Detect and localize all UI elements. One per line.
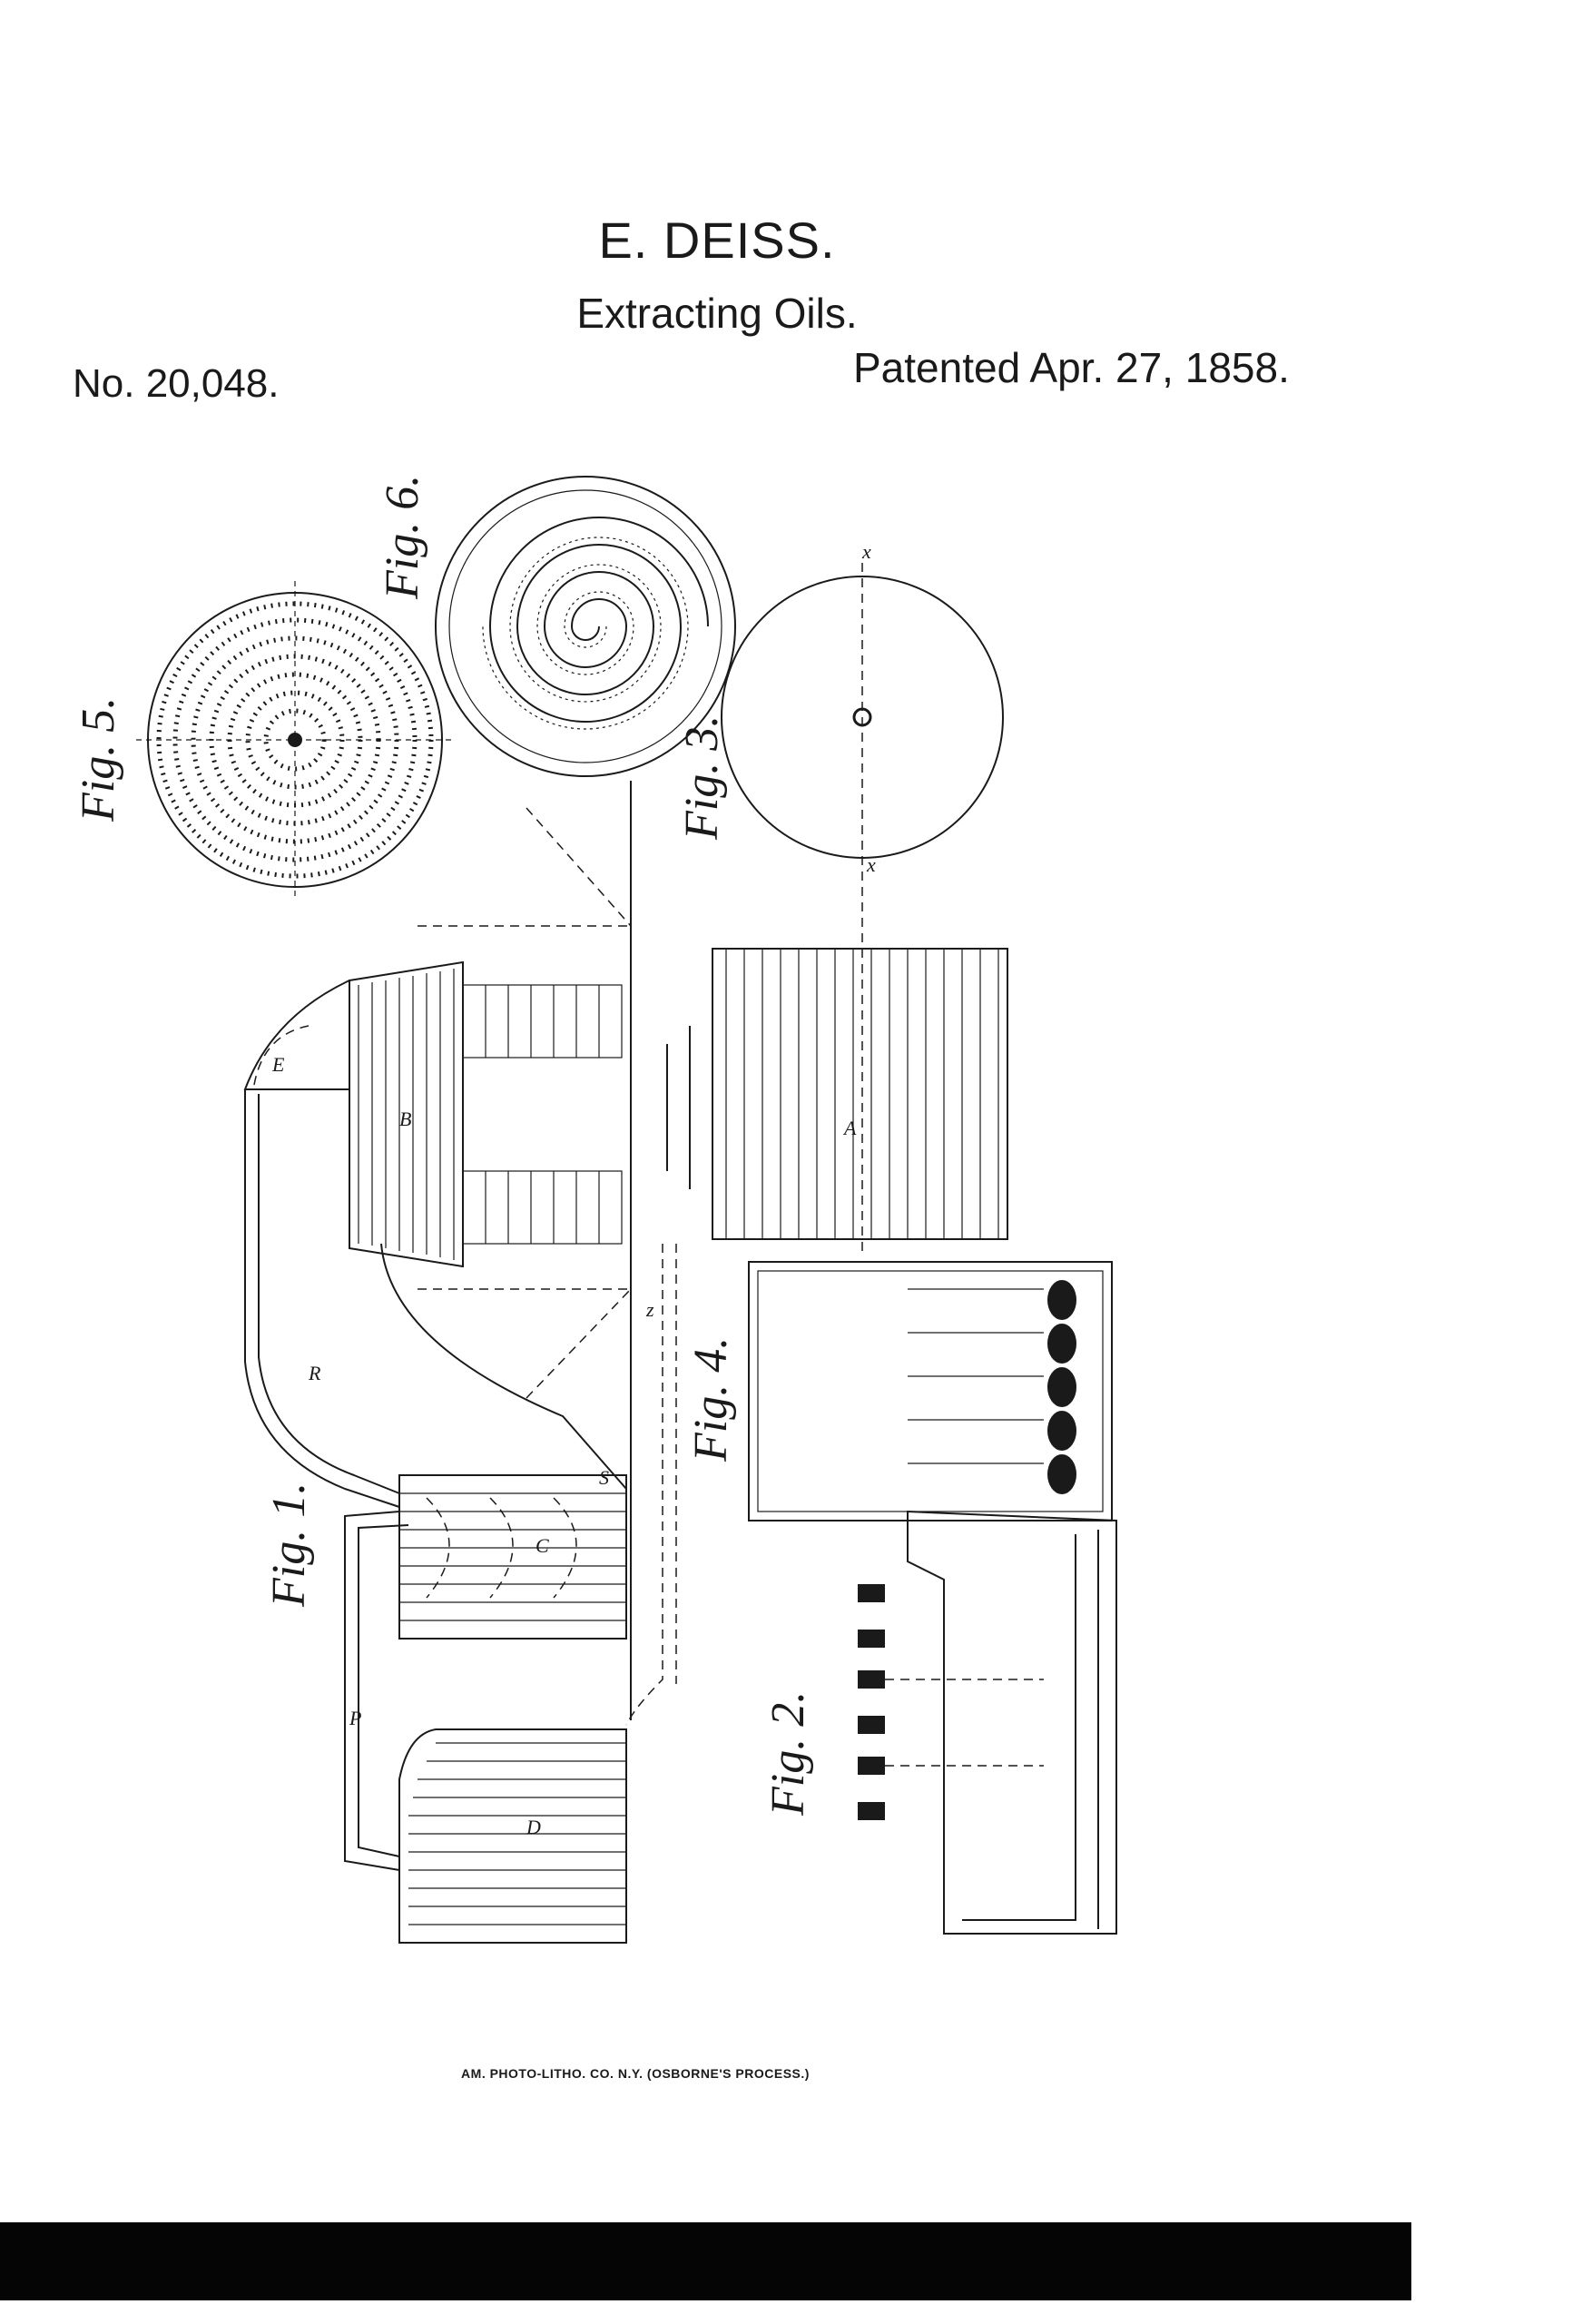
fig-2-label: Fig. 2. <box>762 1691 814 1817</box>
ref-d: D <box>526 1816 541 1838</box>
ref-c: C <box>536 1534 549 1557</box>
vessel-d: D <box>398 1728 627 1944</box>
fig-3-label: Fig. 4. <box>685 1337 737 1462</box>
vessel-c: C S <box>398 1466 627 1640</box>
patent-subject: Extracting Oils. <box>576 290 858 337</box>
fig-1-label: Fig. 1. <box>263 1482 315 1608</box>
ref-e: E <box>271 1053 285 1076</box>
ref-x-mid: x <box>866 853 876 876</box>
patent-date: Patented Apr. 27, 1858. <box>853 344 1290 391</box>
ref-s: S <box>599 1466 609 1489</box>
fig-6-label: Fig. 6. <box>377 475 428 600</box>
figure-2-tank-section <box>858 1510 1117 1935</box>
scan-border-bar <box>0 2222 1411 2300</box>
ref-z: z <box>645 1298 654 1321</box>
furnace-brickwork <box>418 807 632 1399</box>
ref-a: A <box>842 1117 857 1139</box>
ref-r: R <box>308 1362 321 1384</box>
connecting-pipes: R P z <box>244 1089 677 1871</box>
fig-5-label: Fig. 5. <box>73 697 124 822</box>
fig-4-label: Fig. 3. <box>676 715 728 841</box>
figure-6-spiral-disc <box>435 476 736 777</box>
ref-b: B <box>399 1108 411 1130</box>
figure-3-section <box>748 1261 1113 1521</box>
patent-number: No. 20,048. <box>73 361 280 406</box>
ref-p: P <box>349 1707 361 1729</box>
vessel-a: A <box>666 948 1008 1240</box>
lithographer-credit: AM. PHOTO-LITHO. CO. N.Y. (OSBORNE'S PRO… <box>461 2066 810 2081</box>
ref-x-top: x <box>861 540 871 563</box>
vessel-b: B E <box>243 960 464 1268</box>
figure-5-perforated-disc <box>136 581 454 899</box>
inventor-name: E. DEISS. <box>598 212 836 269</box>
figure-4-circle-plan: x x <box>721 540 1004 1253</box>
